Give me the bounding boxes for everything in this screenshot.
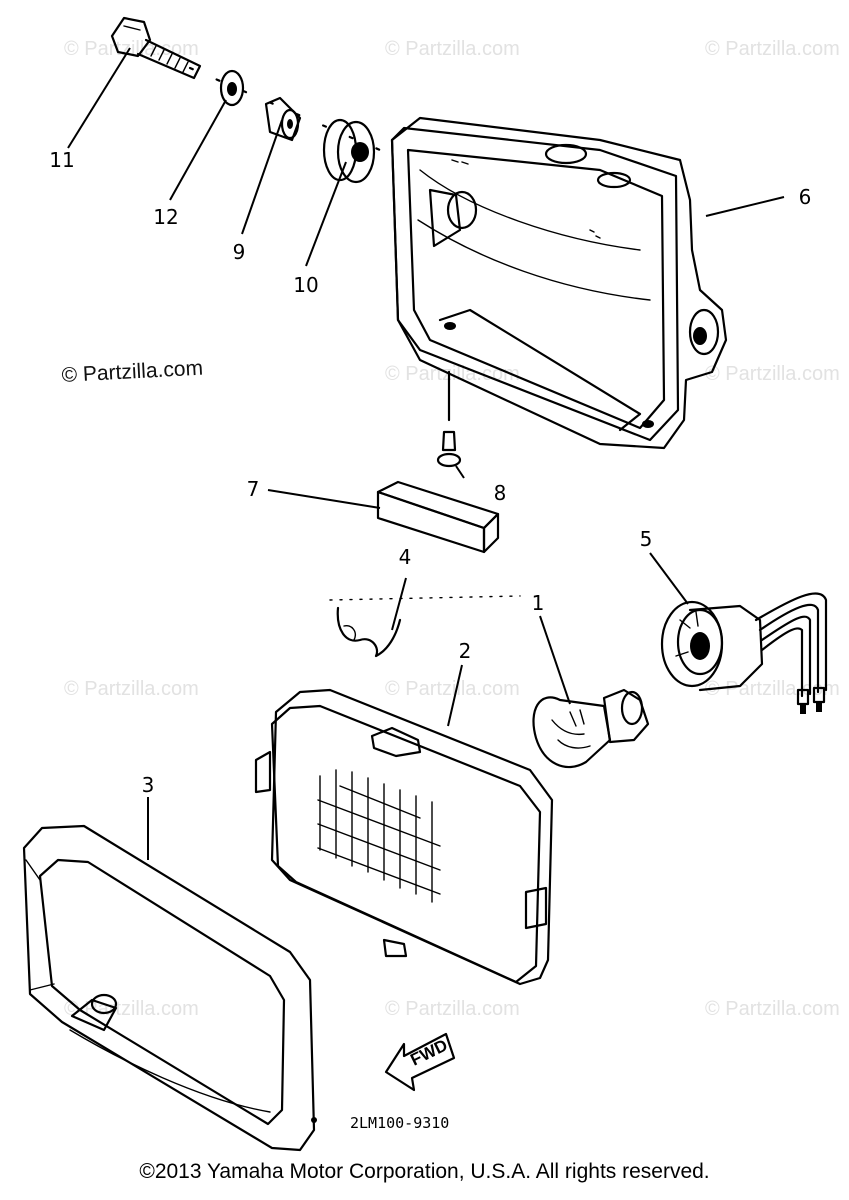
callout-3: 3 — [142, 773, 155, 797]
part-3-bezel — [22, 824, 317, 1152]
watermark: © Partzilla.com — [385, 678, 520, 700]
callouts: 11 12 9 10 6 7 8 4 1 5 2 3 — [49, 148, 811, 797]
part-4-wire-clip — [329, 595, 521, 658]
callout-9: 9 — [233, 240, 246, 264]
part-5-socket — [660, 592, 828, 714]
part-8-screw — [436, 370, 462, 468]
part-11-bolt — [110, 16, 202, 80]
watermarks: © Partzilla.com © Partzilla.com © Partzi… — [64, 38, 840, 1020]
watermark: © Partzilla.com — [385, 38, 520, 60]
part-10-grommet — [188, 66, 382, 184]
callout-10: 10 — [293, 273, 318, 297]
callout-12: 12 — [153, 205, 178, 229]
watermark: © Partzilla.com — [64, 998, 199, 1020]
watermark: © Partzilla.com — [385, 998, 520, 1020]
watermark: © Partzilla.com — [64, 38, 199, 60]
diagram-code: 2LM100-9310 — [350, 1114, 449, 1132]
part-1-bulb — [532, 688, 650, 768]
callout-1: 1 — [532, 591, 545, 615]
part-7-pad — [376, 480, 500, 554]
watermark: © Partzilla.com — [64, 678, 199, 700]
callout-11: 11 — [49, 148, 74, 172]
part-2-lens-unit — [254, 688, 554, 986]
fwd-label: FWD — [407, 1036, 450, 1070]
watermark-dark: © Partzilla.com — [61, 357, 204, 387]
callout-5: 5 — [640, 527, 653, 551]
callout-6: 6 — [799, 185, 812, 209]
callout-4: 4 — [399, 545, 412, 569]
copyright-notice: ©2013 Yamaha Motor Corporation, U.S.A. A… — [139, 1160, 710, 1183]
part-6-housing — [390, 116, 728, 450]
lens-pattern — [317, 769, 441, 903]
callout-7: 7 — [247, 477, 260, 501]
leader-lines — [67, 47, 785, 860]
watermark: © Partzilla.com — [705, 998, 840, 1020]
callout-8: 8 — [494, 481, 507, 505]
part-9-collar — [264, 96, 302, 142]
fwd-arrow: FWD — [384, 1032, 456, 1092]
callout-2: 2 — [459, 639, 472, 663]
watermark: © Partzilla.com — [705, 363, 840, 385]
watermark: © Partzilla.com — [705, 678, 840, 700]
watermark: © Partzilla.com — [705, 38, 840, 60]
part-12-washer — [219, 69, 245, 107]
